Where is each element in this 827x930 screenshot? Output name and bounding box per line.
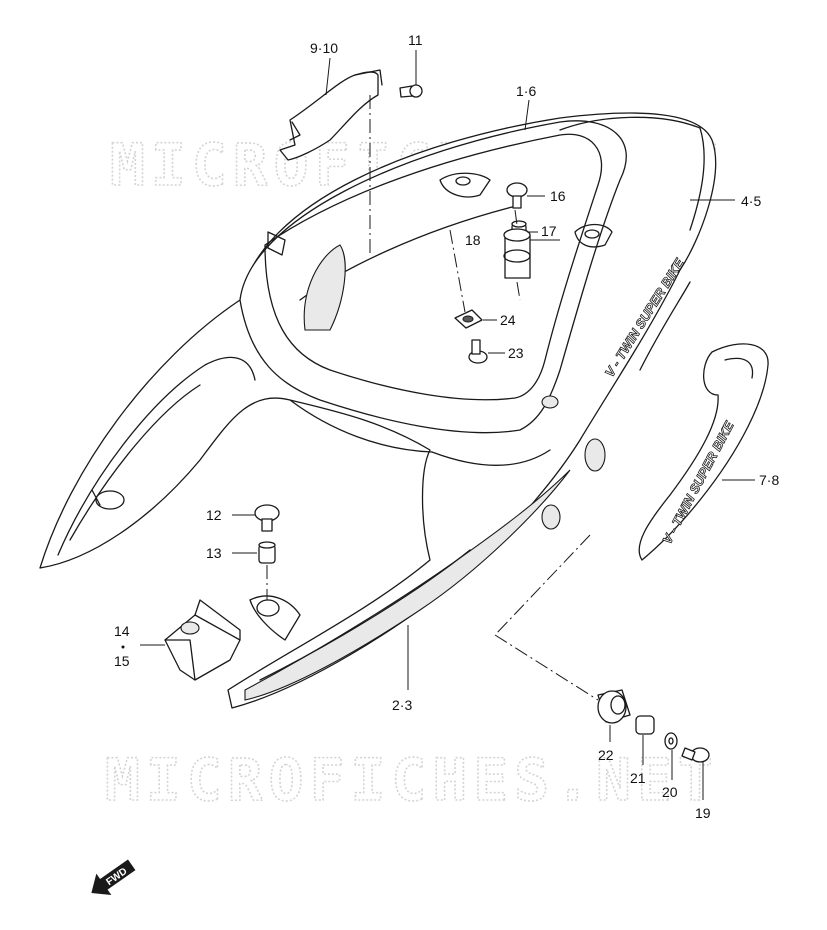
cushion-22 xyxy=(597,689,631,724)
bolt-19 xyxy=(681,747,710,763)
bracket-14-15 xyxy=(164,599,241,681)
screw-12 xyxy=(254,504,280,532)
callout-14: 14 xyxy=(114,623,130,639)
callout-7-8: 7·8 xyxy=(759,472,779,488)
callout-4-5: 4·5 xyxy=(741,193,761,209)
leader-lines xyxy=(140,50,755,800)
callout-2-3: 2·3 xyxy=(392,697,412,713)
collar-13 xyxy=(258,541,276,564)
callout-1-6: 1·6 xyxy=(516,83,536,99)
callout-17: 17 xyxy=(541,223,557,239)
callout-20: 20 xyxy=(662,784,678,800)
bracket-9-10 xyxy=(279,69,383,161)
callout-18: 18 xyxy=(465,232,481,248)
callout-12: 12 xyxy=(206,507,222,523)
bolt-16 xyxy=(506,182,528,209)
callout-23: 23 xyxy=(508,345,524,361)
callout-dot-14-15 xyxy=(121,645,125,649)
watermark-bottom: MICROFICHES.NET xyxy=(105,746,719,814)
seat-frame xyxy=(239,116,705,434)
callout-16: 16 xyxy=(550,188,566,204)
callout-13: 13 xyxy=(206,545,222,561)
fwd-arrow-icon: FWD xyxy=(91,859,136,896)
callout-22: 22 xyxy=(598,747,614,763)
callout-11: 11 xyxy=(408,32,423,48)
callout-19: 19 xyxy=(695,805,711,821)
callout-21: 21 xyxy=(630,770,646,786)
svg-text:V - TWIN SUPER BIKE: V - TWIN SUPER BIKE xyxy=(659,419,736,547)
callout-labels: 9·10 11 1·6 16 4·5 17 18 24 23 7·8 12 13… xyxy=(114,32,779,821)
bolt-11 xyxy=(399,84,423,98)
washer-20 xyxy=(664,732,678,750)
nut-24 xyxy=(454,309,483,329)
cushion-18 xyxy=(503,228,531,279)
callout-24: 24 xyxy=(500,312,516,328)
callout-15: 15 xyxy=(114,653,130,669)
callout-9-10: 9·10 xyxy=(310,40,338,56)
collar-21 xyxy=(635,715,655,735)
screw-23 xyxy=(468,339,488,364)
decal-side: V - TWIN SUPER BIKE xyxy=(638,343,769,561)
